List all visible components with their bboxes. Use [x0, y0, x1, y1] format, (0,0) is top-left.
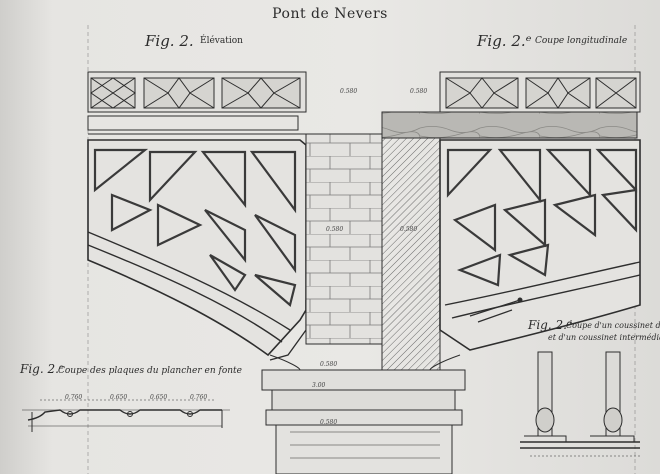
pier-drawing	[261, 111, 638, 474]
caption-plates: Coupe des plaques du plancher en fonte	[58, 366, 243, 376]
dimension-top-left: 0.580	[340, 88, 358, 95]
elevation-drawing	[87, 71, 307, 361]
dimension-cap-mid: 3.00	[312, 382, 326, 389]
dimension-plate-3: 0.650	[150, 394, 168, 401]
fig-label-elevation: Fig. 2.	[145, 32, 194, 50]
brackets-detail	[520, 351, 640, 457]
caption-elevation: Élévation	[200, 36, 243, 46]
fig-label-longitudinal: Fig. 2.ᵉ	[477, 32, 532, 50]
drawing-title: Pont de Nevers	[272, 6, 388, 22]
longitudinal-drawing	[439, 71, 641, 351]
dimension-span-left: 0.580	[326, 226, 344, 233]
parapet-panels-right	[445, 77, 637, 109]
caption-brackets-line1: Coupe d'un coussinet de rive	[566, 321, 660, 330]
caption-brackets-line2: et d'un coussinet intermédiaire	[548, 333, 660, 342]
dimension-plate-4: 0.760	[190, 394, 208, 401]
caption-longitudinal: Coupe longitudinale	[535, 36, 628, 46]
dimension-span-right: 0.580	[400, 226, 418, 233]
dimension-cap-top: 0.580	[320, 361, 338, 368]
dimension-base: 0.580	[320, 419, 338, 426]
fig-label-plates: Fig. 2.ᵉ	[20, 362, 64, 376]
dimension-plate-2: 0.650	[110, 394, 128, 401]
plates-detail	[22, 399, 230, 432]
fig-label-brackets: Fig. 2.ᵈ	[528, 318, 572, 332]
dimension-plate-1: 0.760	[65, 394, 83, 401]
parapet-panels-left	[90, 77, 301, 109]
dimension-top-right: 0.580	[410, 88, 428, 95]
